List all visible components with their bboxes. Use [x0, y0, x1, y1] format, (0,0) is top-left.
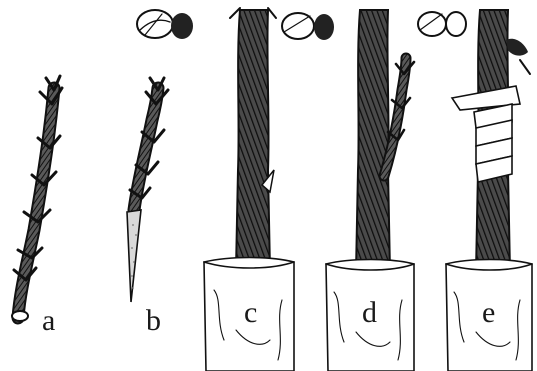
- planting-bag: e: [446, 260, 532, 371]
- panel-label-c: c: [244, 296, 257, 329]
- panel-label-e: e: [482, 296, 495, 329]
- planting-bag: c: [204, 258, 294, 371]
- rootstock-d: [356, 10, 414, 272]
- panel-label-b: b: [146, 304, 161, 337]
- leaf-cluster-icon: [282, 13, 334, 40]
- scion-b: b: [127, 78, 168, 337]
- panel-label-d: d: [362, 296, 377, 329]
- planting-bag: d: [326, 260, 414, 371]
- panel-label-a: a: [42, 304, 55, 337]
- leaf-cluster-icon: [137, 10, 193, 39]
- grafting-tape: [452, 86, 520, 182]
- rootstock-c: [230, 8, 276, 270]
- leaf-cluster-icon: [418, 12, 466, 36]
- scion-a: a: [12, 76, 62, 337]
